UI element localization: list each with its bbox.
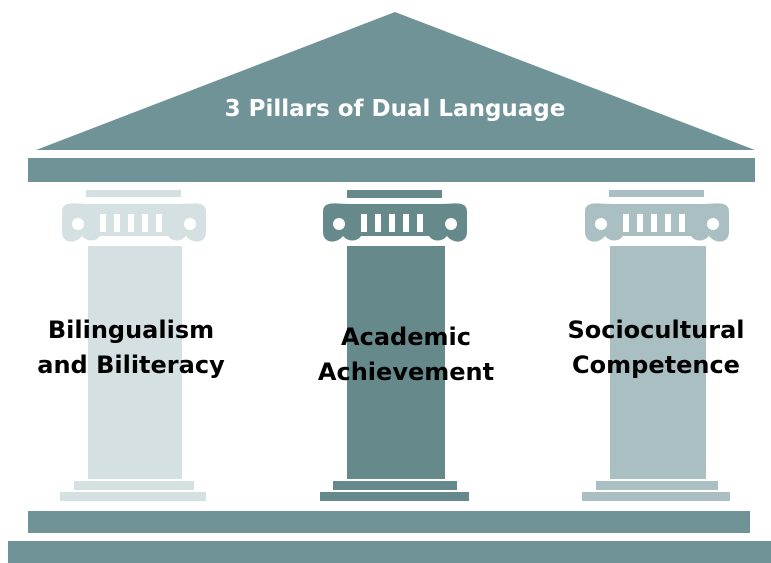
pillar-label-line: Sociocultural — [567, 316, 745, 344]
pillar-label-line: Competence — [572, 351, 740, 379]
pillar-label-line: Achievement — [317, 358, 495, 386]
pillar-center — [320, 190, 469, 501]
base-step-upper — [28, 511, 750, 533]
pillar-right — [582, 190, 730, 501]
pillar-left — [60, 190, 206, 501]
pillar-label-line: Academic — [341, 323, 471, 351]
pillar-label-line: and Biliteracy — [37, 351, 225, 379]
pillar-label-bilingualism: Bilingualism and Biliteracy — [1, 313, 261, 383]
base-step-lower — [8, 541, 771, 563]
pillar-label-line: Bilingualism — [47, 316, 215, 344]
top-beam — [28, 158, 755, 182]
roof — [36, 12, 755, 150]
diagram-title: 3 Pillars of Dual Language — [224, 96, 566, 122]
pillar-label-academic: Academic Achievement — [276, 320, 536, 390]
pillar-label-sociocultural: Sociocultural Competence — [526, 313, 771, 383]
